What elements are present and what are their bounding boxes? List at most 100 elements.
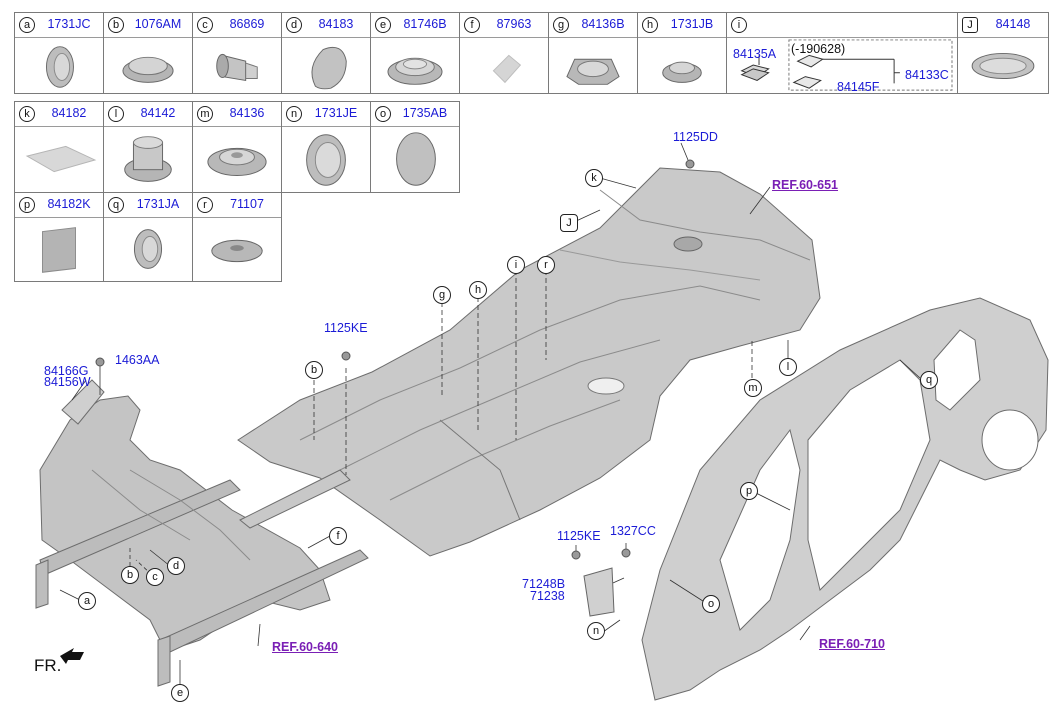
legend-i-inner-part: 84145F bbox=[837, 80, 880, 94]
label-84156W: 84156W bbox=[44, 375, 91, 389]
large-plug-icon bbox=[566, 58, 620, 85]
ref-60-640[interactable]: REF.60-640 bbox=[272, 640, 339, 654]
callout-b-floor[interactable]: b bbox=[305, 361, 323, 379]
callout-f[interactable]: f bbox=[329, 527, 347, 545]
callout-g[interactable]: g bbox=[433, 286, 451, 304]
oval-cover-icon bbox=[971, 52, 1035, 80]
ref-60-651[interactable]: REF.60-651 bbox=[772, 178, 839, 192]
blind-plug-icon bbox=[396, 132, 436, 186]
plug-icon bbox=[122, 56, 174, 83]
legend-badge-h: h bbox=[642, 17, 658, 33]
callout-h[interactable]: h bbox=[469, 281, 487, 299]
legend-cell-q[interactable]: q 1731JA bbox=[103, 192, 193, 282]
legend-badge-n: n bbox=[286, 106, 302, 122]
legend-cell-g[interactable]: g 84136B bbox=[548, 12, 638, 94]
legend-part-k: 84182 bbox=[51, 106, 87, 120]
label-1125KE-top: 1125KE bbox=[324, 321, 368, 335]
bolt-icons bbox=[95, 159, 695, 617]
callout-J[interactable]: J bbox=[560, 214, 578, 232]
callout-m[interactable]: m bbox=[744, 379, 762, 397]
label-84166G: 84166G bbox=[44, 364, 89, 378]
legend-badge-r: r bbox=[197, 197, 213, 213]
side-panel bbox=[641, 297, 1049, 701]
legend-part-a: 1731JC bbox=[47, 17, 91, 31]
legend-part-n: 1731JE bbox=[314, 106, 358, 120]
callout-c[interactable]: c bbox=[146, 568, 164, 586]
callout-d[interactable]: d bbox=[167, 557, 185, 575]
callout-e[interactable]: e bbox=[171, 684, 189, 702]
callout-p[interactable]: p bbox=[740, 482, 758, 500]
legend-badge-m: m bbox=[197, 106, 213, 122]
legend-cell-d[interactable]: d 84183 bbox=[281, 12, 371, 94]
callout-o[interactable]: o bbox=[702, 595, 720, 613]
legend-part-p: 84182K bbox=[47, 197, 91, 211]
legend-cell-o[interactable]: o 1735AB bbox=[370, 101, 460, 193]
pad-icon bbox=[311, 46, 347, 90]
ref-60-710[interactable]: REF.60-710 bbox=[819, 637, 886, 651]
callout-k[interactable]: k bbox=[585, 169, 603, 187]
legend-badge-g: g bbox=[553, 17, 569, 33]
legend-badge-k: k bbox=[19, 106, 35, 122]
callout-q[interactable]: q bbox=[920, 371, 938, 389]
callout-r[interactable]: r bbox=[537, 256, 555, 274]
callout-n[interactable]: n bbox=[587, 622, 605, 640]
legend-badge-q: q bbox=[108, 197, 124, 213]
label-1327CC: 1327CC bbox=[610, 524, 656, 538]
legend-badge-J: J bbox=[962, 17, 978, 33]
legend-cell-i[interactable]: i 84135A (-190628) 84145F 84133C bbox=[726, 12, 958, 94]
legend-badge-e: e bbox=[375, 17, 391, 33]
legend-part-r: 71107 bbox=[230, 197, 264, 211]
legend-badge-a: a bbox=[19, 17, 35, 33]
grommet-large-icon bbox=[306, 134, 346, 186]
flat-pad-icon bbox=[211, 239, 263, 263]
legend-badge-o: o bbox=[375, 106, 391, 122]
legend-badge-b: b bbox=[108, 17, 124, 33]
legend-badge-c: c bbox=[197, 17, 213, 33]
legend-badge-d: d bbox=[286, 17, 302, 33]
anti-pad-icon bbox=[42, 227, 76, 273]
legend-part-d: 84183 bbox=[318, 17, 354, 31]
callout-l[interactable]: l bbox=[779, 358, 797, 376]
pad-sheet-icon bbox=[25, 145, 97, 173]
round-plug-icon bbox=[207, 147, 267, 176]
label-71248B: 71248B bbox=[522, 577, 566, 591]
grommet-small-icon bbox=[133, 229, 163, 269]
legend-part-g: 84136B bbox=[581, 17, 625, 31]
legend-part-o: 1735AB bbox=[402, 106, 448, 120]
label-1125DD: 1125DD bbox=[673, 130, 718, 144]
callout-b-front[interactable]: b bbox=[121, 566, 139, 584]
legend-part-m: 84136 bbox=[229, 106, 265, 120]
legend-cell-k[interactable]: k 84182 bbox=[14, 101, 104, 193]
legend-badge-p: p bbox=[19, 197, 35, 213]
callout-a[interactable]: a bbox=[78, 592, 96, 610]
grommet-icon bbox=[45, 46, 74, 88]
legend-part-q: 1731JA bbox=[136, 197, 180, 211]
legend-cell-a[interactable]: a 1731JC bbox=[14, 12, 104, 94]
label-1125KE-bottom: 1125KE bbox=[557, 529, 601, 543]
legend-i-note: (-190628) bbox=[791, 42, 846, 56]
cover-assembly-icon bbox=[740, 39, 953, 91]
front-arrow-icon bbox=[60, 648, 84, 664]
legend-badge-i: i bbox=[731, 17, 747, 33]
legend-cell-p[interactable]: p 84182K bbox=[14, 192, 104, 282]
clip-icon bbox=[216, 53, 258, 82]
label-1463AA: 1463AA bbox=[115, 353, 160, 367]
drain-plug-icon bbox=[124, 136, 172, 182]
cap-icon bbox=[387, 57, 443, 85]
legend-part-f: 87963 bbox=[496, 17, 532, 31]
callout-i[interactable]: i bbox=[507, 256, 525, 274]
legend-i-left-part: 84135A bbox=[733, 47, 777, 61]
legend-part-b: 1076AM bbox=[134, 17, 182, 31]
legend-cell-r[interactable]: r 71107 bbox=[192, 192, 282, 282]
legend-badge-l: l bbox=[108, 106, 124, 122]
floor-panel bbox=[237, 167, 821, 557]
small-plug-icon bbox=[662, 61, 702, 83]
